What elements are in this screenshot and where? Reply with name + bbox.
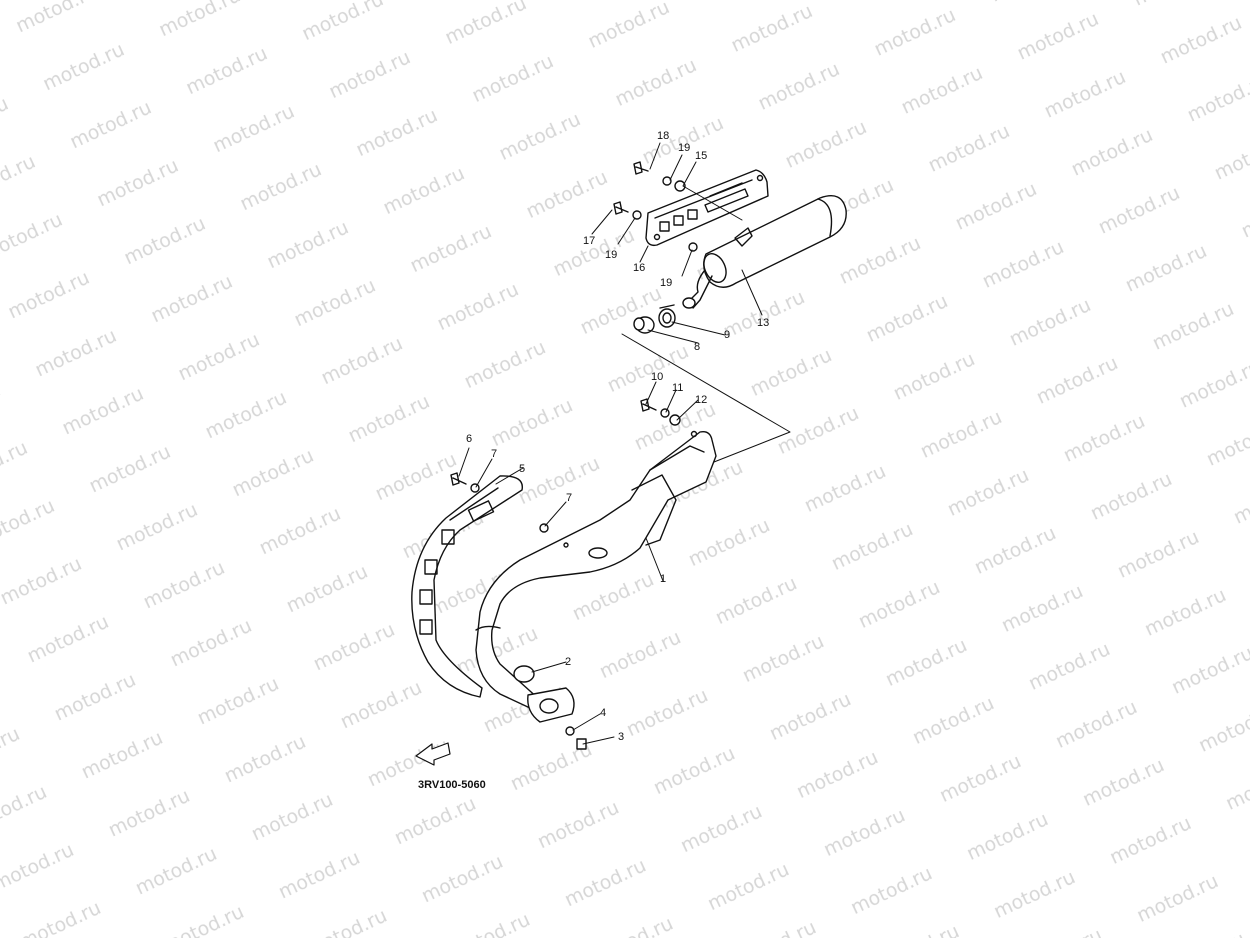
bolt-14 xyxy=(633,161,649,175)
part-label-19a[interactable]: 19 xyxy=(605,249,618,261)
nut-3 xyxy=(576,738,587,750)
washer-11 xyxy=(660,408,670,418)
part-label-10[interactable]: 10 xyxy=(651,371,664,383)
part-label-17[interactable]: 16 xyxy=(633,262,646,274)
silencer-13 xyxy=(682,195,847,309)
bolt-6 xyxy=(450,472,467,486)
part-label-4[interactable]: 4 xyxy=(600,707,607,719)
part-label-6[interactable]: 6 xyxy=(466,433,473,445)
part-label-7b[interactable]: 7 xyxy=(566,492,573,504)
part-label-9[interactable]: 9 xyxy=(724,329,731,341)
joint-8 xyxy=(633,316,655,334)
part-label-12[interactable]: 12 xyxy=(695,394,708,406)
part-label-13[interactable]: 13 xyxy=(757,317,770,329)
part-label-8[interactable]: 8 xyxy=(694,341,701,353)
part-label-11[interactable]: 11 xyxy=(672,382,684,394)
washer-7a xyxy=(470,483,480,493)
part-label-5[interactable]: 5 xyxy=(519,463,526,475)
damper-12 xyxy=(669,414,681,426)
part-label-19b[interactable]: 19 xyxy=(660,277,673,289)
bolt-18 xyxy=(613,201,629,215)
part-label-16[interactable]: 15 xyxy=(695,150,708,162)
pipe-protector-5 xyxy=(411,475,524,698)
part-label-15[interactable]: 19 xyxy=(678,142,691,154)
exhaust-pipe-1 xyxy=(475,430,717,723)
damper-16 xyxy=(674,180,686,192)
part-label-1[interactable]: 1 xyxy=(660,573,667,585)
gasket-2 xyxy=(513,665,535,683)
washer-19b xyxy=(688,242,698,252)
washer-4 xyxy=(565,726,575,736)
part-label-7a[interactable]: 7 xyxy=(491,448,498,460)
washer-15 xyxy=(662,176,672,186)
silencer-protector-17 xyxy=(645,169,769,247)
part-label-14[interactable]: 18 xyxy=(657,130,670,142)
washer-7b xyxy=(539,523,549,533)
clamp-9 xyxy=(658,304,676,328)
bolt-10 xyxy=(640,398,657,412)
part-label-18[interactable]: 17 xyxy=(583,235,596,247)
part-label-2[interactable]: 2 xyxy=(565,656,572,668)
fwd-arrow-icon xyxy=(415,742,451,766)
washer-19a xyxy=(632,210,642,220)
part-label-3[interactable]: 3 xyxy=(618,731,625,743)
diagram-code: 3RV100-5060 xyxy=(418,779,486,791)
